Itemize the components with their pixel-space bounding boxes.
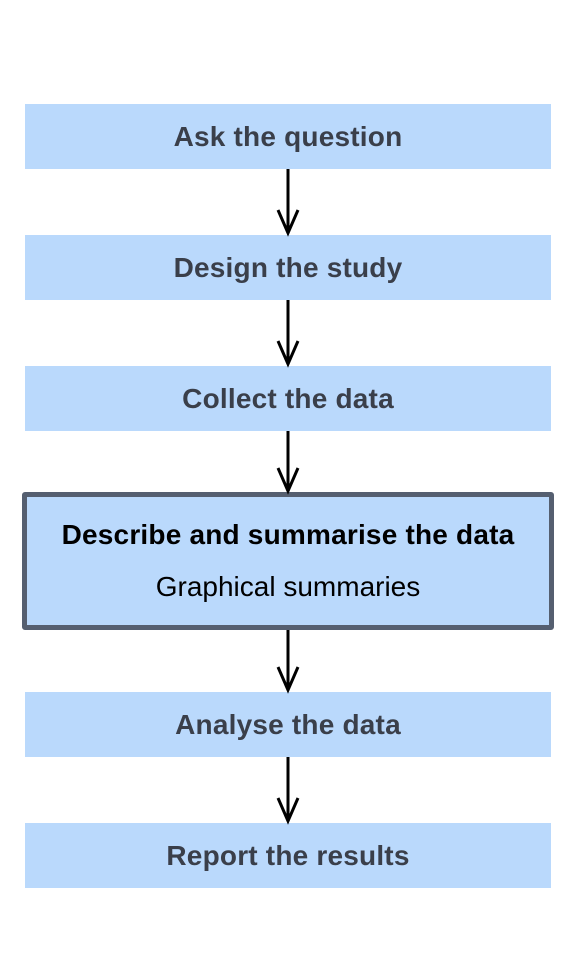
- stage-label: Ask the question: [173, 120, 403, 152]
- stage-label: Collect the data: [182, 382, 394, 414]
- stage-design-study: Design the study: [25, 235, 551, 300]
- stage-ask-question: Ask the question: [25, 104, 551, 169]
- stage-sublabel: Graphical summaries: [155, 571, 421, 602]
- arrow-1: [276, 169, 300, 237]
- arrow-2: [276, 300, 300, 368]
- arrow-5: [276, 757, 300, 825]
- stage-report-results: Report the results: [25, 823, 551, 888]
- stage-describe-summarise-current: Describe and summarise the data Graphica…: [22, 492, 554, 630]
- stage-label: Analyse the data: [175, 708, 401, 740]
- stage-analyse-data: Analyse the data: [25, 692, 551, 757]
- stage-collect-data: Collect the data: [25, 366, 551, 431]
- stage-label: Describe and summarise the data: [61, 519, 515, 550]
- arrow-3: [276, 431, 300, 495]
- arrow-4: [276, 630, 300, 694]
- stage-label: Report the results: [166, 839, 410, 871]
- stage-label: Design the study: [173, 251, 403, 283]
